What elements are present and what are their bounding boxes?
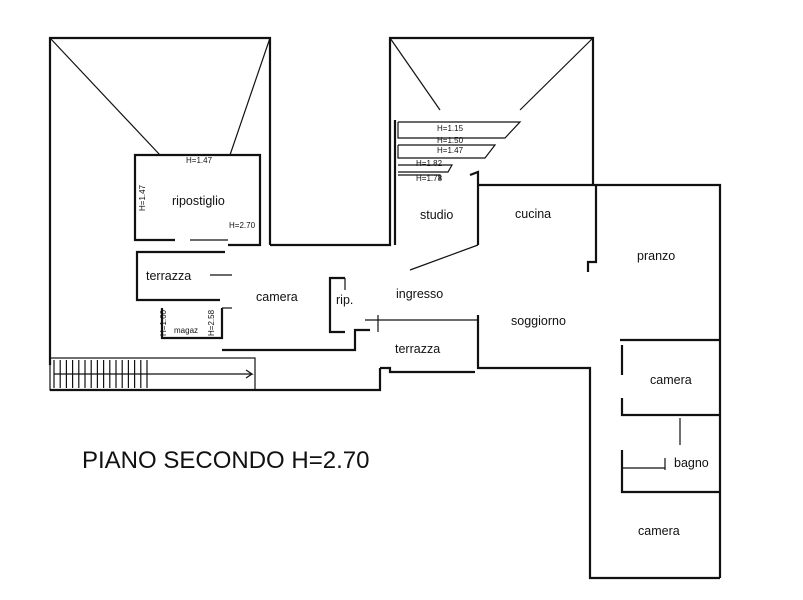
magaz-walls [160,307,232,340]
label-cucina: cucina [515,207,551,221]
label-camera-right-top: camera [650,373,692,387]
center-walls [50,36,595,392]
label-ripostiglio: ripostiglio [172,194,225,208]
label-terrazza-bottom: terrazza [395,342,440,356]
label-h147-side: H=1.47 [138,184,147,211]
terrazza-left-walls [135,250,232,302]
stairs [49,357,256,391]
label-pranzo: pranzo [637,249,675,263]
label-h160: H=1.60 [159,309,168,336]
label-h178: H=1.78 [416,174,443,183]
label-h150: H=1.50 [437,136,464,145]
label-soggiorno: soggiorno [511,314,566,328]
label-h270: H=2.70 [229,221,256,230]
rip-walls [328,276,346,334]
label-h147-studio: H=1.47 [437,146,464,155]
label-bagno: bagno [674,456,709,470]
label-h147-top: H=1.47 [186,156,213,165]
kitchen-walls [535,184,700,272]
label-terrazza-left: terrazza [146,269,191,283]
ripostiglio-walls [133,153,262,247]
label-camera-left: camera [256,290,298,304]
label-camera-right-bottom: camera [638,524,680,538]
label-ingresso: ingresso [396,287,443,301]
label-magaz: magaz [174,326,198,335]
label-h182: H=1.82 [416,159,443,168]
label-h258: H=2.58 [207,309,216,336]
stair-arrow [54,369,254,379]
label-rip: rip. [336,293,353,307]
plan-title: PIANO SECONDO H=2.70 [82,447,369,474]
soggiorno-walls [365,200,722,580]
left-roof-area [48,36,272,365]
label-studio: studio [420,208,453,222]
label-h115: H=1.15 [437,124,464,133]
